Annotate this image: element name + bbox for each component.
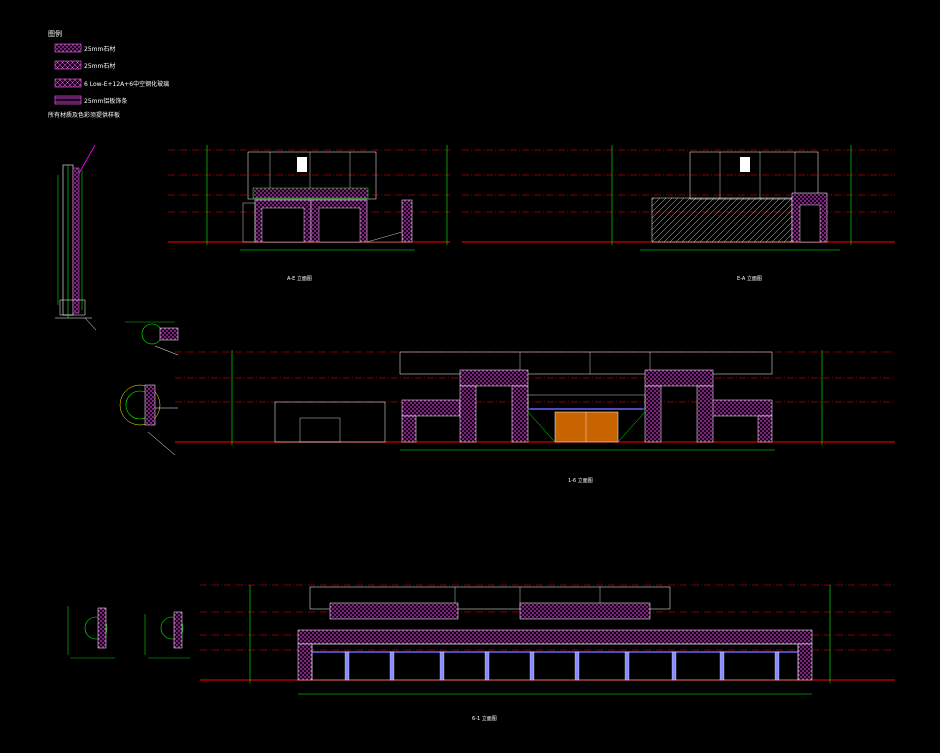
elevation-6-1: 6-1 立面图: [200, 584, 895, 722]
legend-label-2: 25mm石材: [84, 62, 115, 70]
elevation-a-e: A-E 立面图: [168, 145, 450, 282]
elevation-1-caption: A-E 立面图: [287, 275, 312, 282]
elevation-4-caption: 6-1 立面图: [472, 715, 497, 722]
node-detail-4: [144, 611, 190, 659]
legend: 图例 25mm石材 25mm石材 6 Low-E+12A+6中空钢化玻璃 25m…: [48, 29, 169, 119]
elevation-2-caption: E-A 立面图: [737, 275, 762, 282]
legend-swatch-2: [54, 60, 82, 70]
node-detail-2: [119, 384, 178, 456]
elevation-3-caption: 1-6 立面图: [568, 477, 593, 484]
node-detail-1: [125, 321, 179, 356]
legend-swatch-3: [54, 78, 82, 88]
legend-note: 所有材质及色彩须提供样板: [48, 111, 120, 119]
legend-label-4: 25mm铝板饰条: [84, 97, 127, 105]
legend-swatch-1: [54, 43, 82, 53]
legend-title: 图例: [48, 29, 62, 38]
elevation-1-6: 1-6 立面图: [175, 350, 895, 484]
legend-label-3: 6 Low-E+12A+6中空钢化玻璃: [84, 80, 169, 88]
legend-label-1: 25mm石材: [84, 45, 115, 53]
node-detail-3: [67, 606, 115, 659]
legend-swatch-4: [54, 95, 82, 105]
wall-section-detail: [55, 144, 97, 331]
elevation-e-a: E-A 立面图: [462, 145, 895, 282]
